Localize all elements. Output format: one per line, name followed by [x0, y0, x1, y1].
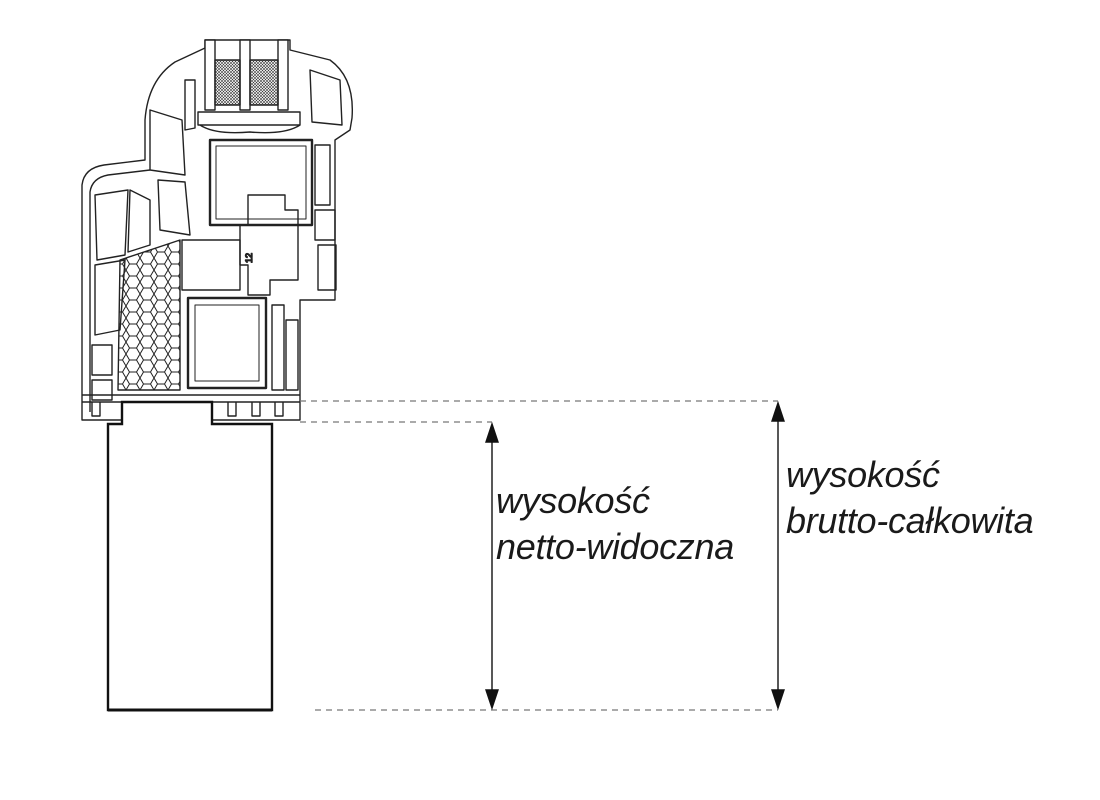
gross-height-label-line2: brutto-całkowita — [786, 500, 1034, 541]
gross-height-arrow — [771, 400, 785, 711]
sill-extension-profile — [106, 400, 274, 712]
dimension-12-label: 12 — [244, 253, 254, 263]
window-frame-profile: 12 — [81, 39, 354, 421]
net-height-label: wysokość netto-widoczna — [496, 478, 734, 570]
dimension-reference-lines — [300, 400, 778, 711]
gross-height-label: wysokość brutto-całkowita — [786, 452, 1034, 544]
net-height-label-line2: netto-widoczna — [496, 526, 734, 567]
gross-height-label-line1: wysokość — [786, 454, 940, 495]
net-height-label-line1: wysokość — [496, 480, 650, 521]
net-height-arrow — [485, 421, 499, 711]
